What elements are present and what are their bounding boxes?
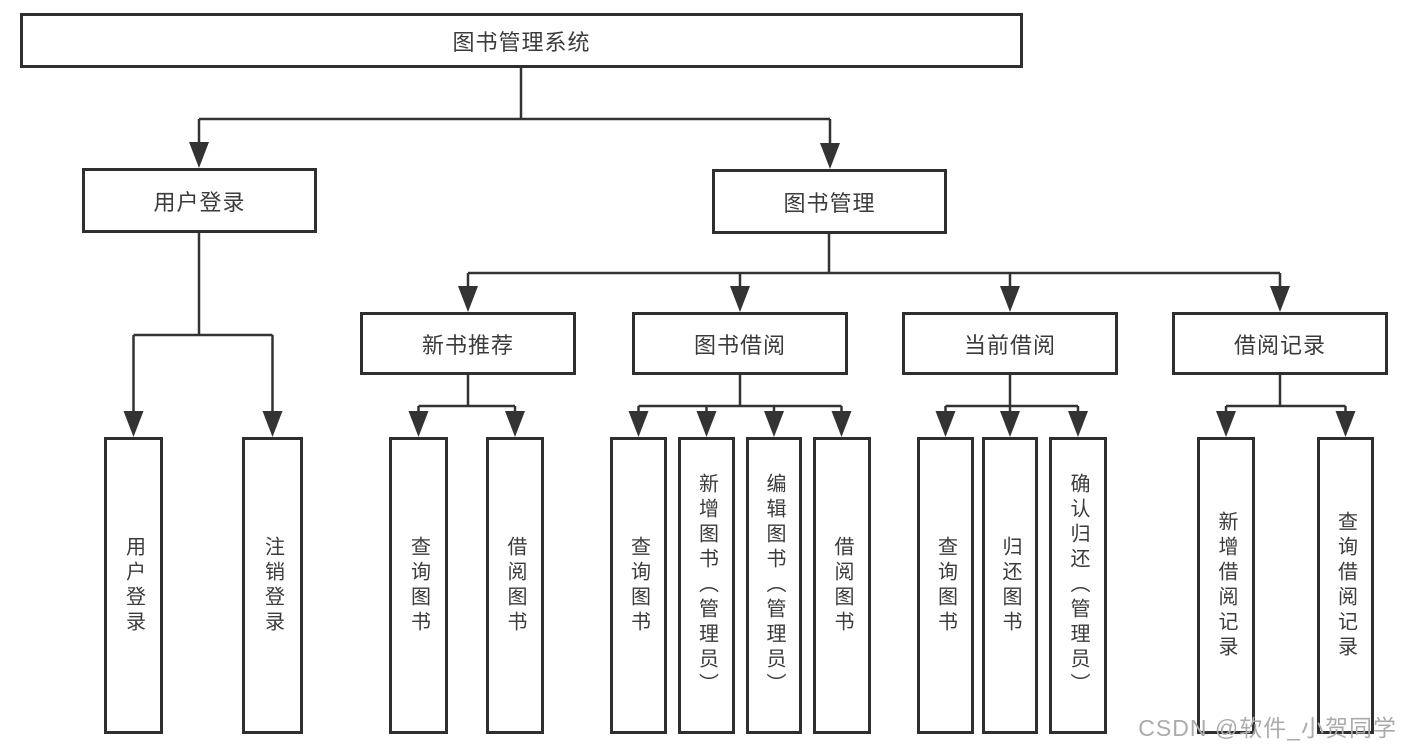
node-label: 用户登录 — [122, 535, 145, 636]
node-label: 新书推荐 — [421, 332, 514, 358]
leaf-add-book-admin: 新增图书（管理员） — [678, 437, 735, 734]
node-user-login: 用户登录 — [82, 168, 317, 233]
leaf-user-login: 用户登录 — [104, 437, 163, 734]
connector-userlogin-to-leaves — [123, 233, 283, 437]
connector-root-to-level2 — [189, 68, 840, 169]
leaf-return-book: 归还图书 — [982, 437, 1038, 734]
leaf-query-books-current: 查询图书 — [917, 437, 974, 734]
leaf-add-borrow-record: 新增借阅记录 — [1197, 437, 1255, 734]
node-label: 图书管理 — [783, 190, 876, 216]
node-label: 借阅记录 — [1233, 332, 1326, 358]
node-label: 借阅图书 — [831, 535, 853, 636]
node-label: 注销登录 — [261, 535, 284, 636]
node-label: 图书管理系统 — [452, 29, 591, 55]
node-label: 编辑图书（管理员） — [763, 473, 785, 698]
leaf-query-books-borrow: 查询图书 — [610, 437, 667, 734]
leaf-logout: 注销登录 — [242, 437, 303, 734]
node-library-management-system: 图书管理系统 — [20, 13, 1023, 68]
leaf-query-books-recommend: 查询图书 — [389, 437, 448, 734]
leaf-borrow-books: 借阅图书 — [813, 437, 871, 734]
connector-bookmgmt-to-level3 — [458, 234, 1290, 312]
node-new-book-recommend: 新书推荐 — [360, 312, 576, 375]
node-current-borrow: 当前借阅 — [902, 312, 1118, 375]
connector-bookborrow-to-leaves — [628, 375, 852, 437]
node-borrow-records: 借阅记录 — [1172, 312, 1388, 375]
node-label: 归还图书 — [999, 535, 1021, 636]
node-label: 当前借阅 — [963, 332, 1056, 358]
leaf-edit-book-admin: 编辑图书（管理员） — [746, 437, 802, 734]
connector-currentborrow-to-leaves — [935, 375, 1088, 437]
node-label: 查询图书 — [934, 535, 957, 636]
node-label: 查询图书 — [627, 535, 650, 636]
node-label: 用户登录 — [153, 189, 246, 215]
node-label: 确认归还（管理员） — [1067, 473, 1089, 698]
node-book-management: 图书管理 — [712, 169, 947, 234]
node-label: 借阅图书 — [504, 535, 526, 636]
node-label: 查询图书 — [407, 535, 430, 636]
connector-newbook-to-leaves — [408, 375, 525, 437]
csdn-watermark: CSDN @软件_小贺同学 — [1138, 715, 1397, 741]
node-label: 查询借阅记录 — [1334, 510, 1357, 661]
leaf-borrow-books-recommend: 借阅图书 — [486, 437, 544, 734]
node-label: 新增图书（管理员） — [695, 473, 718, 698]
connector-records-to-leaves — [1216, 375, 1356, 437]
leaf-query-borrow-record: 查询借阅记录 — [1317, 437, 1374, 734]
node-label: 新增借阅记录 — [1215, 510, 1237, 661]
leaf-confirm-return-admin: 确认归还（管理员） — [1049, 437, 1107, 734]
node-book-borrow: 图书借阅 — [632, 312, 848, 375]
node-label: 图书借阅 — [693, 332, 786, 358]
